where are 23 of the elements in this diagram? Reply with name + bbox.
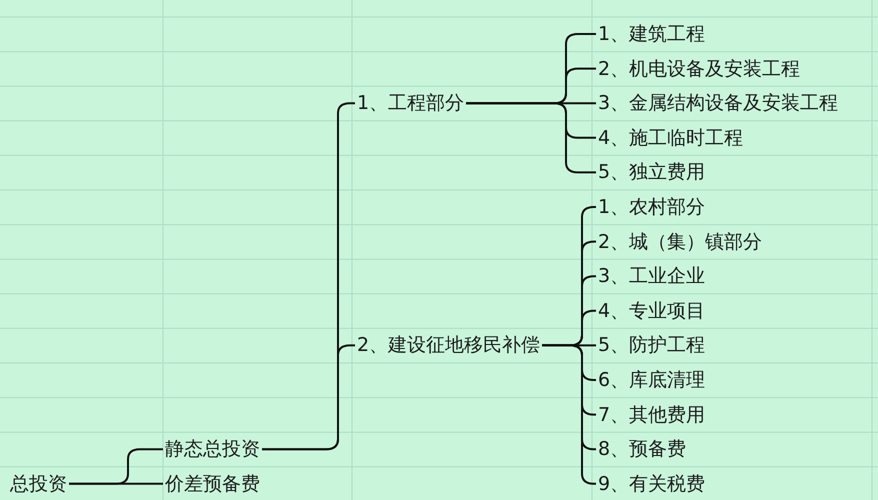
item-text: 价差预备费	[165, 472, 260, 496]
item-text: 1、工程部分	[357, 91, 464, 116]
brace-connector	[262, 344, 355, 450]
brace-connector	[466, 102, 596, 174]
item-text: 1、农村部分	[598, 195, 706, 219]
item-text: 2、机电设备及安装工程	[598, 56, 800, 81]
item-text: 3、金属结构设备及安装工程	[598, 91, 838, 116]
brace-connector	[542, 344, 596, 485]
item-text: 1、建筑工程	[598, 22, 706, 46]
item-text: 8、预备费	[598, 437, 686, 462]
item-text: 2、城（集）镇部分	[598, 230, 762, 254]
item-text: 总投资	[10, 472, 67, 496]
item-text: 3、工业企业	[598, 264, 706, 288]
item-text: 静态总投资	[165, 437, 260, 462]
item-text: 9、有关税费	[598, 472, 706, 496]
item-text: 7、其他费用	[598, 402, 706, 427]
item-text: 2、建设征地移民补偿	[357, 333, 540, 358]
item-text: 6、库底清理	[598, 368, 706, 392]
item-text: 5、独立费用	[598, 160, 706, 184]
item-text: 5、防护工程	[598, 333, 706, 358]
brace-connector	[69, 482, 163, 485]
item-text: 4、施工临时工程	[598, 126, 744, 150]
item-text: 4、专业项目	[598, 298, 706, 323]
